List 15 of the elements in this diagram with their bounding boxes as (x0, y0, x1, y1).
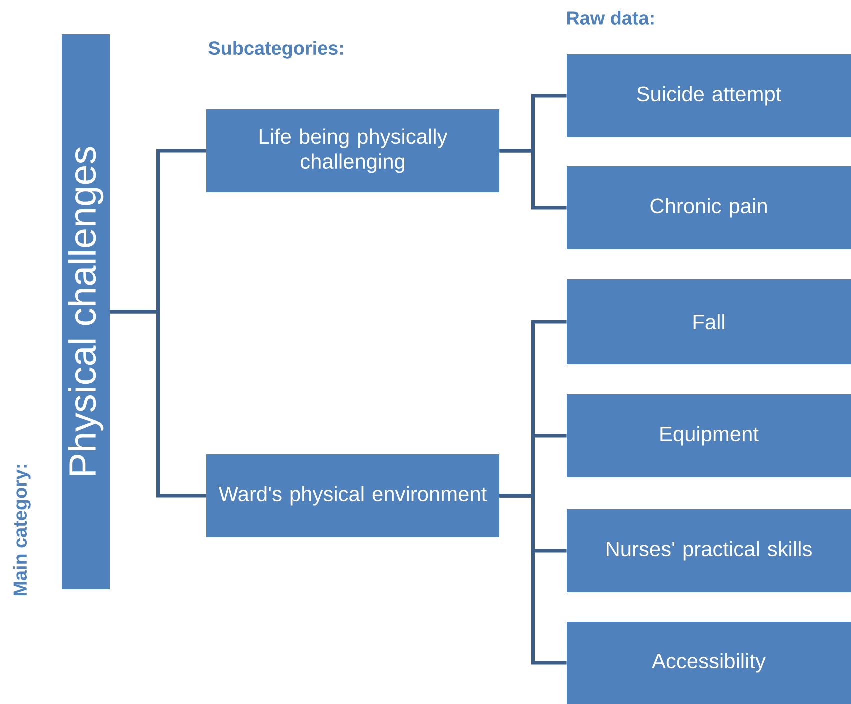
bracket-connector (110, 310, 206, 498)
data-box: Chronic pain (567, 166, 851, 250)
data-box: Accessibility (567, 622, 851, 704)
heading: Main category: (13, 465, 31, 596)
data-box: Equipment (567, 394, 851, 478)
heading: Raw data: (567, 11, 654, 25)
data-box: Fall (567, 280, 851, 364)
data-box: Suicide attempt (567, 54, 851, 138)
subcategory-box: Ward's physical environment (206, 454, 500, 538)
subcategory-box: Life being physically challenging (206, 110, 500, 192)
category-box: Physical challenges (62, 34, 110, 590)
data-box: Nurses' practical skills (567, 510, 851, 592)
bracket-connector (500, 149, 567, 210)
bracket-connector (500, 494, 567, 665)
heading: Subcategories: (208, 41, 344, 59)
